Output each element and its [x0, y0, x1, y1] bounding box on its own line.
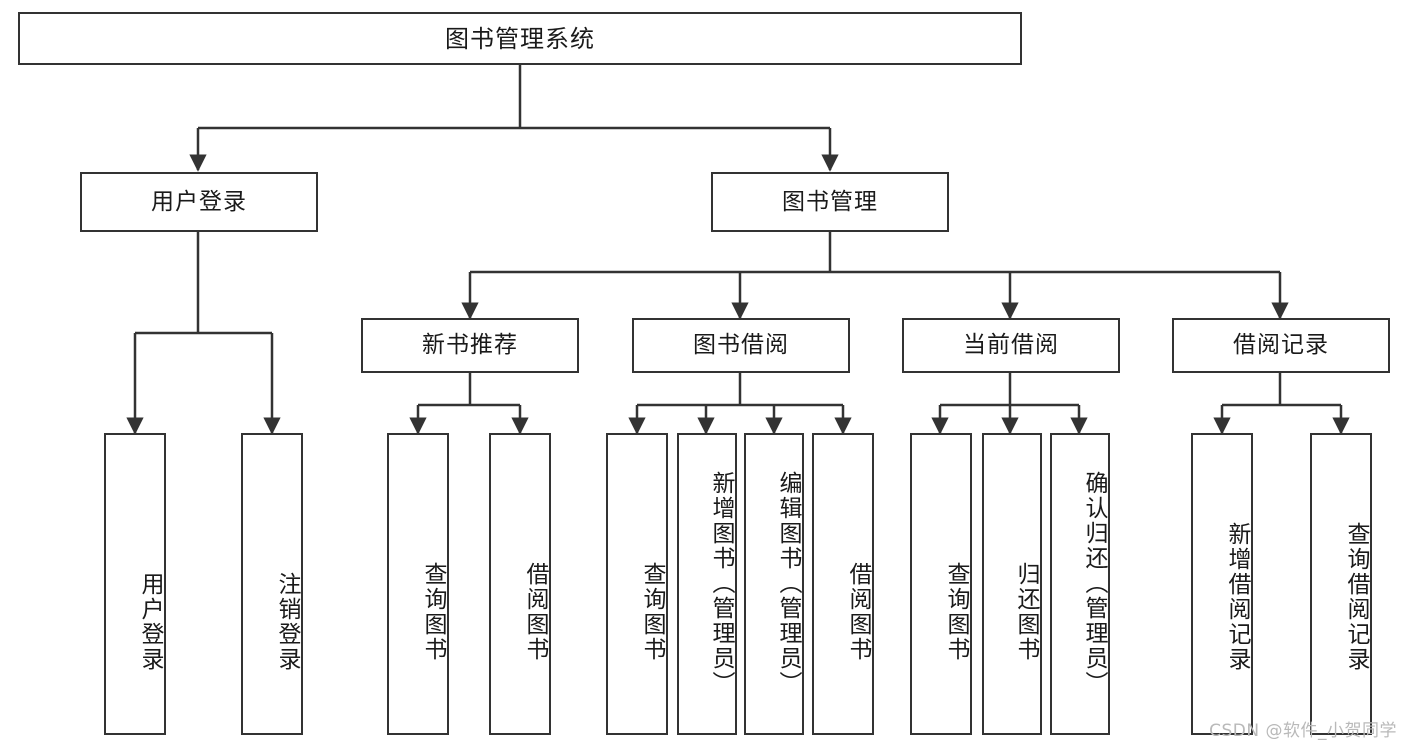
node-label: 借阅记录	[1233, 332, 1329, 359]
node-label: 归还图书	[1013, 562, 1039, 662]
node-label: 图书管理系统	[445, 24, 595, 53]
node-leaf-return-book[interactable]: 归还图书	[982, 433, 1042, 735]
node-leaf-add-book-admin[interactable]: 新增图书（管理员）	[677, 433, 737, 735]
node-leaf-query-book-current[interactable]: 查询图书	[910, 433, 972, 735]
node-user-login[interactable]: 用户登录	[80, 172, 318, 232]
node-leaf-user-login[interactable]: 用户登录	[104, 433, 166, 735]
node-label: 注销登录	[274, 572, 300, 672]
node-label: 新增图书（管理员）	[708, 470, 734, 696]
node-label: 新增借阅记录	[1224, 522, 1250, 672]
node-leaf-logout[interactable]: 注销登录	[241, 433, 303, 735]
node-label: 查询图书	[639, 562, 665, 662]
node-label: 图书借阅	[693, 332, 789, 359]
node-book-borrow[interactable]: 图书借阅	[632, 318, 850, 373]
watermark-text: CSDN @软件_小贺同学	[1209, 721, 1397, 741]
node-leaf-add-borrow-record[interactable]: 新增借阅记录	[1191, 433, 1253, 735]
node-label: 当前借阅	[963, 332, 1059, 359]
node-borrow-record[interactable]: 借阅记录	[1172, 318, 1390, 373]
node-leaf-confirm-return-admin[interactable]: 确认归还（管理员）	[1050, 433, 1110, 735]
node-book-management[interactable]: 图书管理	[711, 172, 949, 232]
node-label: 借阅图书	[522, 562, 548, 662]
node-label: 查询借阅记录	[1343, 522, 1369, 672]
node-leaf-edit-book-admin[interactable]: 编辑图书（管理员）	[744, 433, 804, 735]
node-leaf-query-borrow-record[interactable]: 查询借阅记录	[1310, 433, 1372, 735]
node-label: 查询图书	[420, 562, 446, 662]
node-label: 编辑图书（管理员）	[775, 470, 801, 696]
node-current-borrow[interactable]: 当前借阅	[902, 318, 1120, 373]
node-new-book-recommend[interactable]: 新书推荐	[361, 318, 579, 373]
node-leaf-borrow-book-recommend[interactable]: 借阅图书	[489, 433, 551, 735]
node-label: 新书推荐	[422, 332, 518, 359]
node-leaf-query-book-recommend[interactable]: 查询图书	[387, 433, 449, 735]
node-label: 借阅图书	[845, 562, 871, 662]
node-leaf-query-book-borrow[interactable]: 查询图书	[606, 433, 668, 735]
node-label: 图书管理	[782, 188, 878, 215]
node-root-library-system[interactable]: 图书管理系统	[18, 12, 1022, 65]
node-leaf-borrow-book[interactable]: 借阅图书	[812, 433, 874, 735]
node-label: 查询图书	[943, 562, 969, 662]
node-label: 用户登录	[137, 572, 163, 672]
node-label: 确认归还（管理员）	[1081, 470, 1107, 696]
node-label: 用户登录	[151, 188, 247, 215]
